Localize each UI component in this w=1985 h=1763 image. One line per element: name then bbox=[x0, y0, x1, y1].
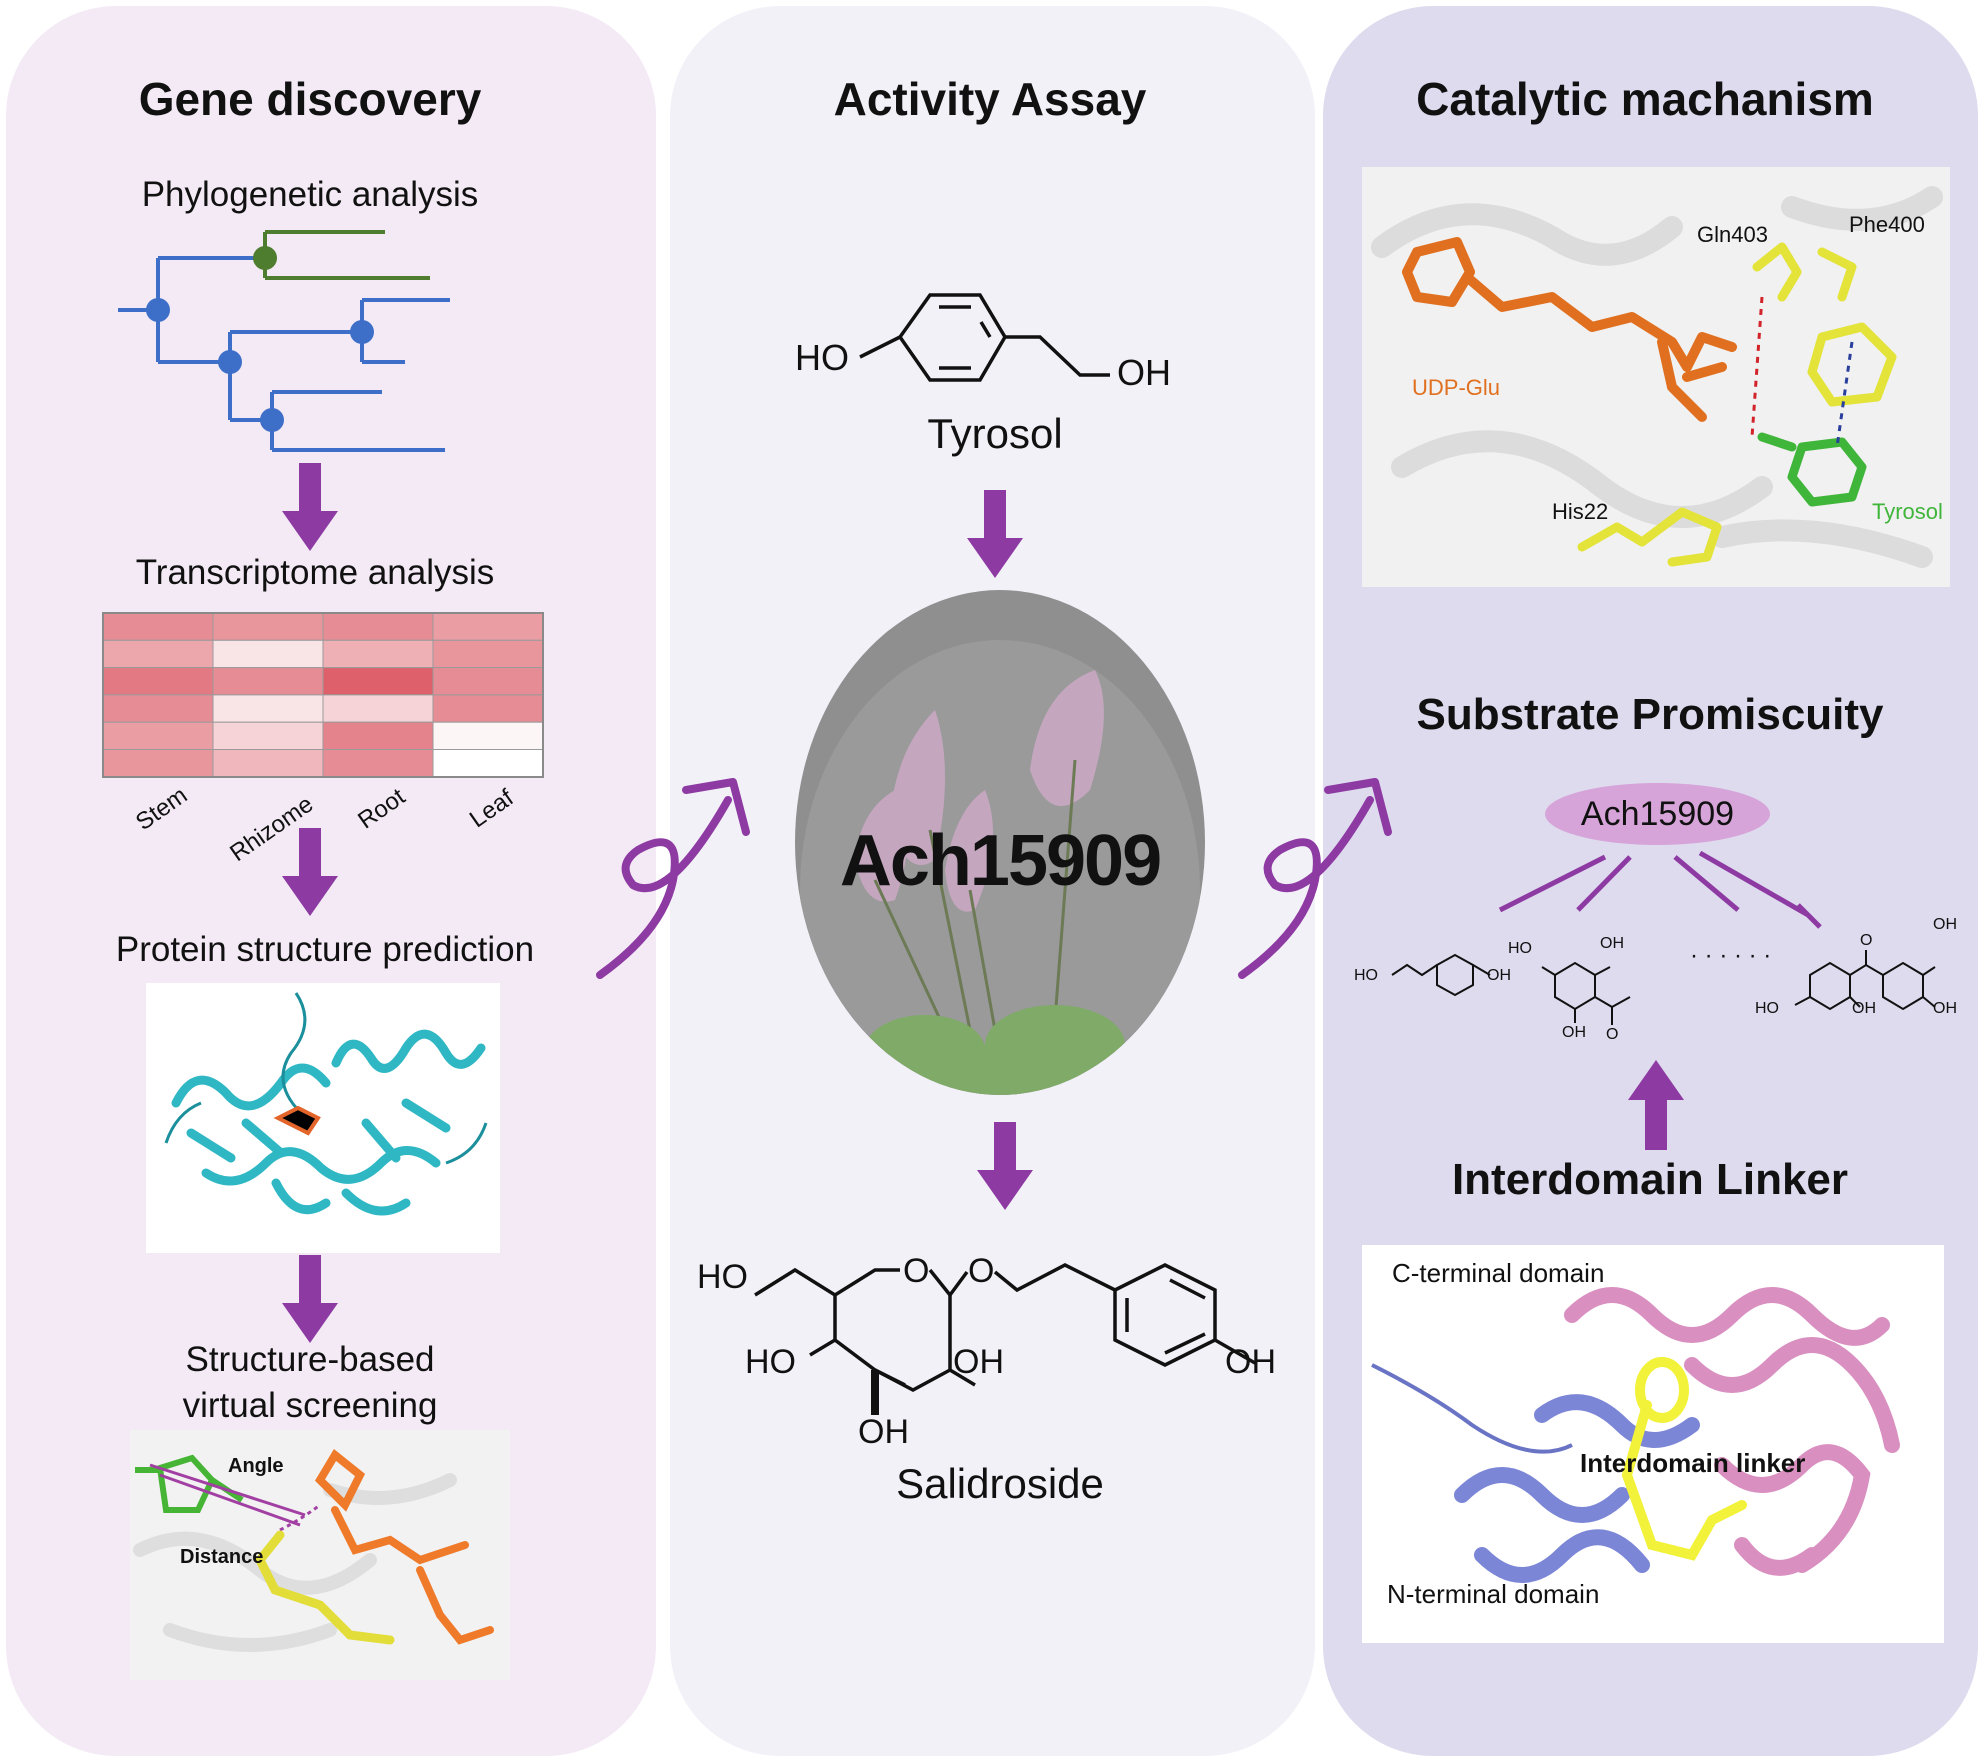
ho-group: HO bbox=[1508, 940, 1532, 957]
heatmap-cell bbox=[212, 667, 324, 696]
ho-group: HO bbox=[1354, 967, 1378, 984]
ho-group: HO bbox=[795, 337, 849, 378]
phylogenetic-label: Phylogenetic analysis bbox=[141, 175, 479, 214]
ho-group: HO bbox=[697, 1258, 748, 1296]
heatmap-cell bbox=[322, 694, 434, 723]
heatmap-cell bbox=[322, 612, 434, 641]
distance-label: Distance bbox=[180, 1546, 263, 1568]
heatmap-cell bbox=[102, 639, 214, 669]
phe400-label: Phe400 bbox=[1849, 212, 1925, 237]
glycosidic-oxygen: O bbox=[968, 1252, 994, 1290]
heatmap-cell bbox=[212, 721, 324, 750]
more-substrates-dots: · · · · · · bbox=[1690, 942, 1771, 969]
n-terminal-label: N-terminal domain bbox=[1387, 1579, 1599, 1609]
enzyme-name: Ach15909 bbox=[839, 821, 1162, 901]
heatmap-cell bbox=[322, 639, 434, 669]
heatmap-cell bbox=[322, 667, 434, 696]
virtual-screening-label-1: Structure-based bbox=[185, 1340, 435, 1379]
heatmap-column-label: Leaf bbox=[465, 784, 519, 833]
heatmap-cell bbox=[322, 749, 434, 778]
down-arrow bbox=[282, 1255, 338, 1343]
oh-group: OH bbox=[1562, 1024, 1586, 1041]
heatmap-column-label: Root bbox=[353, 783, 410, 834]
interdomain-linker-label: Interdomain linker bbox=[1580, 1448, 1805, 1478]
ketone-oxygen: O bbox=[1606, 1026, 1618, 1043]
ho-group: HO bbox=[1755, 1000, 1779, 1017]
heatmap-cell bbox=[102, 694, 214, 723]
up-arrow bbox=[1628, 1060, 1684, 1150]
structure-prediction-label: Protein structure prediction bbox=[115, 930, 535, 969]
interdomain-linker-title: Interdomain Linker bbox=[1451, 1155, 1849, 1204]
virtual-screening-label-2: virtual screening bbox=[182, 1386, 438, 1425]
heatmap-cell bbox=[432, 667, 544, 696]
ho-group: HO bbox=[745, 1343, 796, 1381]
heatmap-column-label: Stem bbox=[131, 782, 192, 836]
plant-image bbox=[795, 590, 1205, 1095]
phylogenetic-tree bbox=[118, 230, 450, 452]
heatmap-cell bbox=[212, 749, 324, 778]
tyrosol-site-label: Tyrosol bbox=[1872, 499, 1943, 524]
gln403-label: Gln403 bbox=[1697, 222, 1768, 247]
down-arrow bbox=[967, 490, 1023, 578]
oh-group: OH bbox=[858, 1413, 909, 1451]
substrate-structures: HO OH HO OH OH O · · · · · · O OH HO OH … bbox=[1354, 850, 1957, 1043]
heatmap-cell bbox=[212, 694, 324, 723]
udp-glu-label: UDP-Glu bbox=[1412, 375, 1500, 400]
heatmap-cell bbox=[432, 612, 544, 641]
heatmap-cell bbox=[212, 612, 324, 641]
oh-group: OH bbox=[1852, 1000, 1876, 1017]
curved-arrow bbox=[1238, 778, 1392, 979]
node-dot bbox=[218, 350, 242, 374]
node-dot bbox=[350, 320, 374, 344]
heatmap-cell bbox=[102, 667, 214, 696]
his22-label: His22 bbox=[1552, 499, 1608, 524]
down-arrow bbox=[282, 828, 338, 916]
node-dot bbox=[146, 298, 170, 322]
gene-discovery-title: Gene discovery bbox=[138, 73, 482, 125]
activity-assay-title: Activity Assay bbox=[833, 73, 1147, 125]
heatmap-cell bbox=[432, 721, 544, 750]
transcriptome-label: Transcriptome analysis bbox=[135, 553, 495, 592]
heatmap-cell bbox=[322, 721, 434, 750]
oh-group: OH bbox=[953, 1343, 1004, 1381]
oh-group: OH bbox=[1933, 916, 1957, 933]
tyrosol-structure: HO OH bbox=[795, 293, 1171, 393]
heatmap-cell bbox=[212, 639, 324, 669]
heatmap-cell bbox=[102, 721, 214, 750]
angle-label: Angle bbox=[228, 1455, 284, 1477]
down-arrow bbox=[282, 463, 338, 551]
heatmap-cell bbox=[432, 749, 544, 778]
tyrosol-label: Tyrosol bbox=[927, 410, 1063, 457]
oh-group: OH bbox=[1487, 967, 1511, 984]
heatmap-cell bbox=[102, 612, 214, 641]
c-terminal-label: C-terminal domain bbox=[1392, 1258, 1604, 1288]
node-dot bbox=[253, 246, 277, 270]
node-dot bbox=[260, 408, 284, 432]
heatmap-cell bbox=[432, 639, 544, 669]
domain-structure-image: C-terminal domain Interdomain linker N-t… bbox=[1362, 1245, 1944, 1643]
down-arrow bbox=[977, 1122, 1033, 1210]
curved-arrow bbox=[596, 778, 750, 979]
oh-group: OH bbox=[1600, 935, 1624, 952]
oh-group: OH bbox=[1117, 352, 1171, 393]
oh-group: OH bbox=[1933, 1000, 1957, 1017]
salidroside-label: Salidroside bbox=[896, 1460, 1104, 1507]
oh-group: OH bbox=[1225, 1343, 1276, 1381]
ring-oxygen: O bbox=[903, 1252, 929, 1290]
heatmap-cell bbox=[102, 749, 214, 778]
substrate-promiscuity-title: Substrate Promiscuity bbox=[1416, 690, 1884, 739]
enzyme-ellipse: Ach15909 bbox=[1545, 783, 1770, 845]
salidroside-structure: HO O O HO OH OH OH bbox=[697, 1252, 1276, 1451]
virtual-screening-image: Angle Distance bbox=[130, 1430, 510, 1680]
protein-structure-image bbox=[146, 983, 500, 1253]
catalytic-title: Catalytic machanism bbox=[1416, 73, 1874, 125]
ketone-oxygen: O bbox=[1860, 932, 1872, 949]
heatmap-cell bbox=[432, 694, 544, 723]
active-site-image: Gln403 Phe400 UDP-Glu His22 Tyrosol bbox=[1362, 167, 1950, 587]
